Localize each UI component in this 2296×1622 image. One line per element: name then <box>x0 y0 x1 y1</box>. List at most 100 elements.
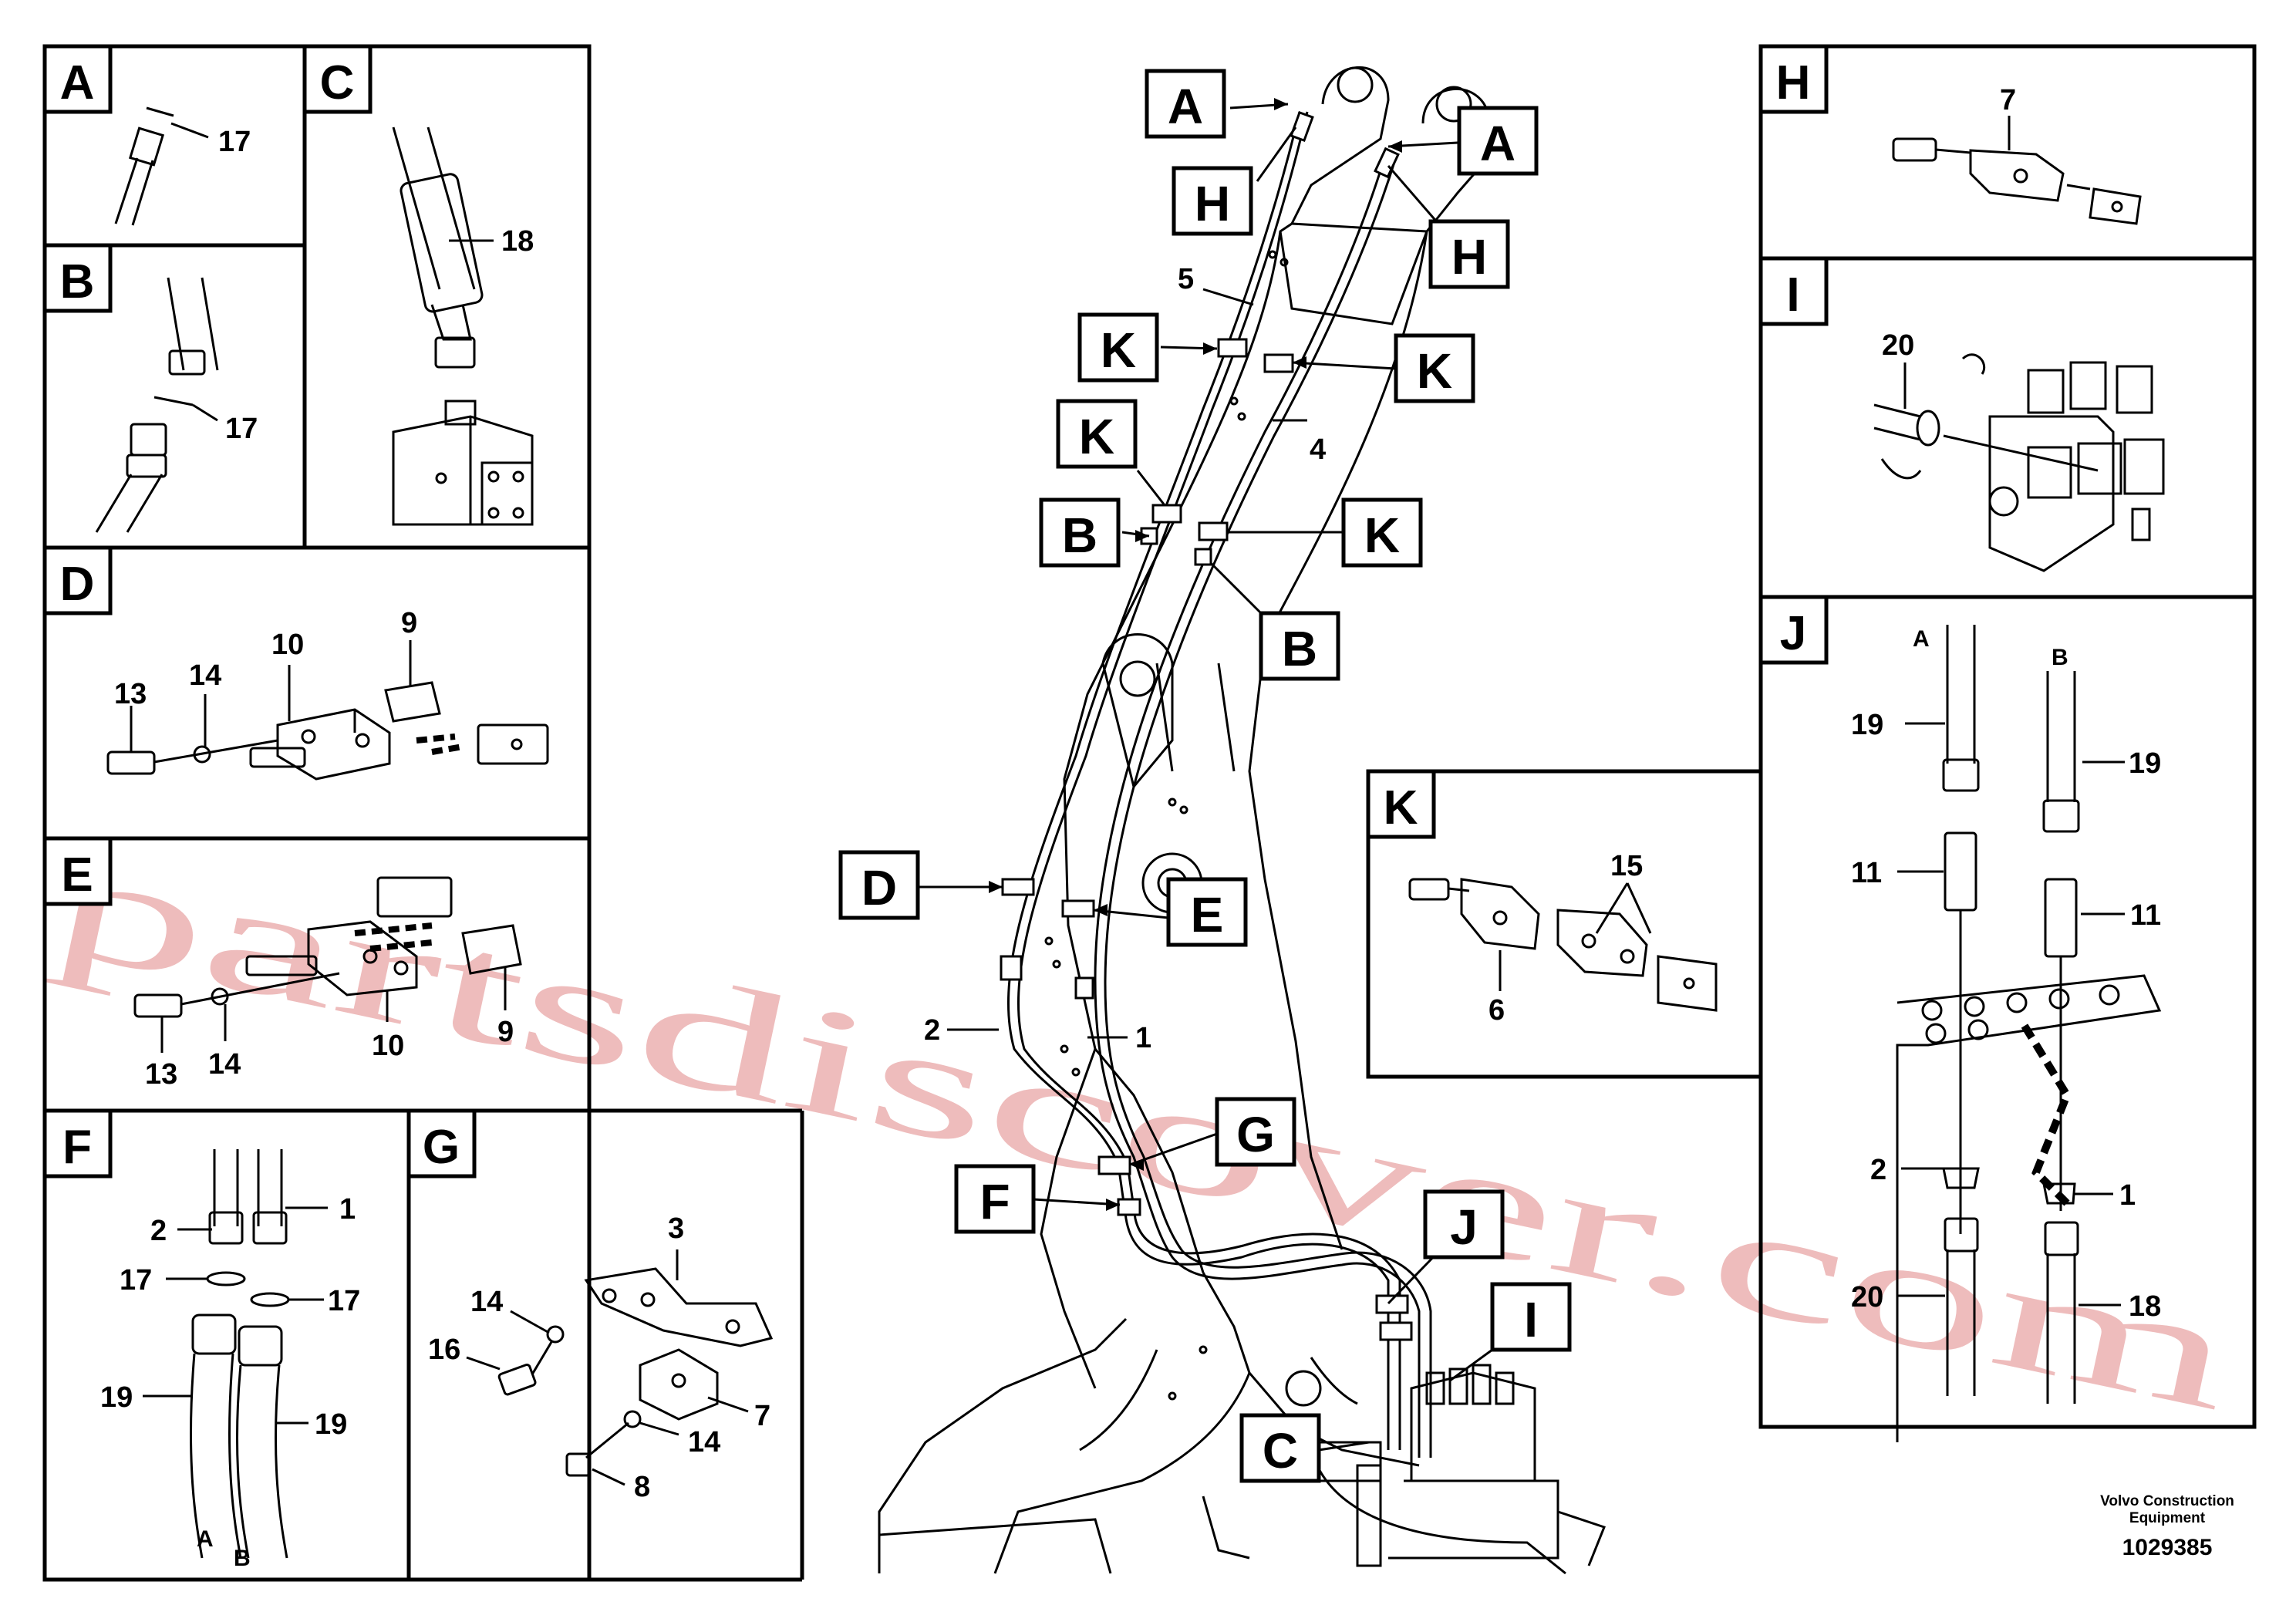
svg-text:D: D <box>60 558 95 611</box>
hose-label-a: A <box>1913 626 1930 652</box>
panel-label-F: F <box>42 1108 113 1179</box>
part-10: 10 <box>271 629 304 661</box>
panel-label-B: B <box>42 243 113 313</box>
svg-text:H: H <box>1195 176 1230 231</box>
panel-c-drawing <box>392 126 534 526</box>
svg-text:E: E <box>61 848 93 902</box>
part-14: 14 <box>189 659 221 692</box>
part-20: 20 <box>1851 1281 1883 1313</box>
panel-j-leaders <box>1897 722 2125 1307</box>
callout-K-1: K <box>1077 312 1159 383</box>
panel-a-drawing <box>114 106 209 226</box>
svg-text:E: E <box>1191 887 1224 943</box>
part-14: 14 <box>470 1286 503 1318</box>
part-11: 11 <box>2130 899 2161 932</box>
panel-label-C: C <box>302 44 373 114</box>
part-20: 20 <box>1882 329 1914 362</box>
part-17: 17 <box>328 1285 360 1317</box>
callout-E: E <box>1166 877 1248 947</box>
part-4: 4 <box>1310 433 1326 466</box>
brand-line-2: Equipment <box>2129 1510 2206 1526</box>
panel-label-H: H <box>1758 44 1829 114</box>
part-1: 1 <box>1135 1022 1151 1054</box>
panel-h-drawing <box>1892 137 2142 225</box>
part-15: 15 <box>1610 850 1643 882</box>
callout-K-4: K <box>1341 497 1423 568</box>
svg-text:A: A <box>60 56 95 110</box>
svg-text:A: A <box>1480 116 1515 171</box>
callout-F: F <box>954 1164 1036 1234</box>
panel-label-G: G <box>406 1108 477 1179</box>
svg-text:A: A <box>1168 79 1203 134</box>
control-valve-block <box>1310 1364 1606 1567</box>
part-19: 19 <box>2129 747 2161 780</box>
main-callouts: A A H H K K K K B B D E G F J I <box>838 69 1572 1483</box>
callout-H-left: H <box>1172 166 1253 236</box>
panel-label-K: K <box>1366 769 1436 839</box>
hose-clamps <box>1000 110 1413 1341</box>
panel-j-drawing <box>1896 625 2162 1442</box>
part-17: 17 <box>120 1264 152 1297</box>
svg-text:K: K <box>1079 409 1114 464</box>
part-14: 14 <box>208 1048 241 1081</box>
callout-C: C <box>1239 1413 1321 1483</box>
svg-text:B: B <box>1282 621 1317 676</box>
part-8: 8 <box>634 1471 650 1503</box>
panel-frames <box>42 44 804 1582</box>
callout-D: D <box>838 850 920 920</box>
part-13: 13 <box>145 1058 177 1091</box>
part-18: 18 <box>2129 1290 2161 1323</box>
svg-text:G: G <box>423 1121 460 1174</box>
panel-label-A: A <box>42 44 113 114</box>
callout-H-right: H <box>1428 219 1510 289</box>
panel-label-E: E <box>42 836 113 906</box>
boom-structure <box>878 66 1566 1575</box>
panel-label-D: D <box>42 545 113 615</box>
panel-f-drawing <box>190 1149 290 1559</box>
svg-text:H: H <box>1451 229 1487 285</box>
svg-text:K: K <box>1384 781 1418 835</box>
svg-text:G: G <box>1236 1107 1275 1162</box>
callout-J: J <box>1423 1189 1505 1259</box>
panel-b-drawing <box>95 277 219 533</box>
svg-text:C: C <box>320 56 355 110</box>
hose-label-b: B <box>2052 645 2068 670</box>
hose-label-a: A <box>197 1526 214 1552</box>
svg-text:I: I <box>1524 1292 1538 1347</box>
svg-text:J: J <box>1450 1199 1478 1255</box>
callout-I: I <box>1490 1282 1572 1352</box>
svg-text:B: B <box>1062 508 1097 563</box>
brand-caption: Volvo Construction Equipment <box>2067 1493 2267 1527</box>
main-part-leaders <box>947 288 1307 1039</box>
svg-text:C: C <box>1263 1423 1298 1479</box>
svg-text:F: F <box>62 1121 92 1174</box>
panel-letter-boxes: A C B D E F G H I J K <box>42 44 1829 1179</box>
part-2: 2 <box>150 1215 167 1247</box>
panel-label-J: J <box>1758 595 1829 665</box>
part-1: 1 <box>339 1193 356 1226</box>
panel-i-drawing <box>1873 353 2165 572</box>
callout-B-left: B <box>1039 497 1121 568</box>
watermark: partsdiscover.com <box>39 815 2247 1444</box>
svg-text:K: K <box>1417 343 1452 399</box>
callout-A-left: A <box>1145 69 1226 139</box>
panel-label-I: I <box>1758 256 1829 326</box>
drawing-number: 1029385 <box>2122 1535 2213 1560</box>
part-11: 11 <box>1851 857 1882 889</box>
svg-text:J: J <box>1780 607 1806 660</box>
panel-d-drawing <box>106 681 549 781</box>
part-10: 10 <box>372 1030 404 1062</box>
part-16: 16 <box>428 1334 460 1366</box>
callout-A-right: A <box>1457 106 1539 176</box>
panel-k-leaders <box>1499 882 1652 991</box>
hose-label-b: B <box>234 1546 251 1571</box>
part-19: 19 <box>100 1381 133 1414</box>
part-7: 7 <box>754 1400 770 1432</box>
part-14: 14 <box>688 1426 720 1458</box>
panel-g-drawing <box>497 1267 774 1477</box>
part-13: 13 <box>114 678 147 710</box>
svg-text:I: I <box>1786 268 1799 322</box>
part-5: 5 <box>1178 263 1194 295</box>
svg-text:B: B <box>60 255 95 309</box>
